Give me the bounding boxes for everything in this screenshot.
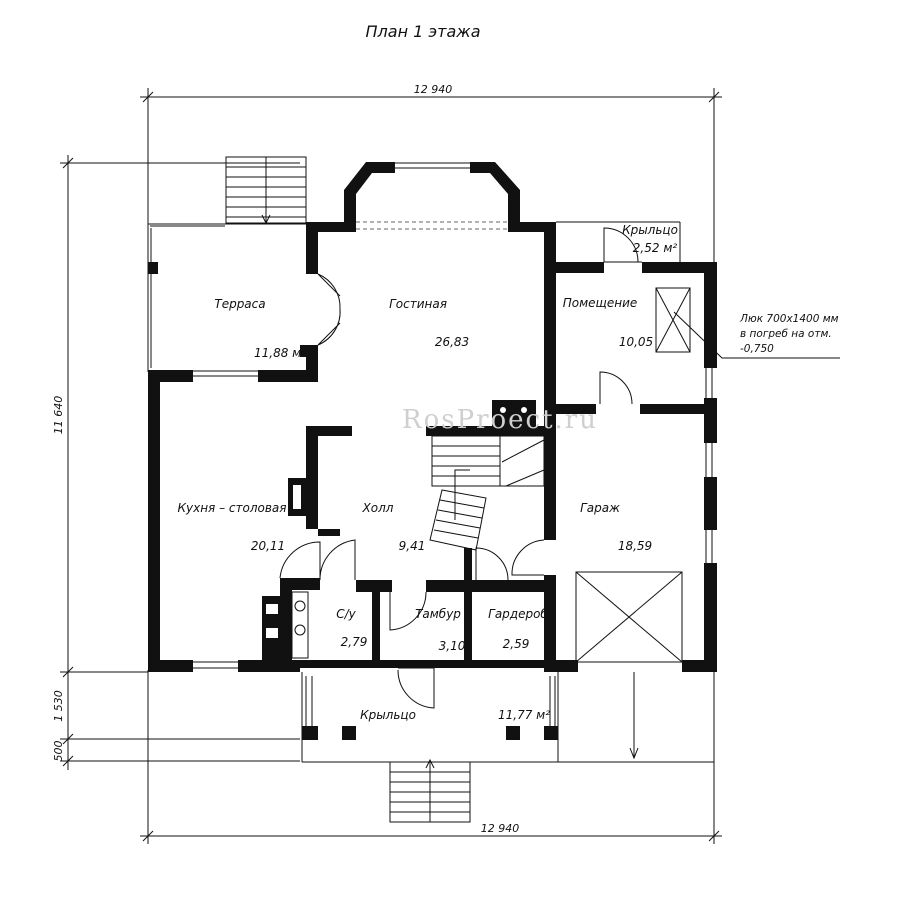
dim-porch-depth: 1 530 (52, 690, 65, 722)
porch-bottom-area: 11,77 м² (498, 708, 550, 722)
hatch-note-line3: -0,750 (740, 343, 774, 355)
top-porch (556, 221, 681, 262)
bottom-porch (301, 672, 714, 823)
doors (279, 227, 683, 709)
dim-top-width: 12 940 (414, 83, 453, 96)
wc-name: С/у (336, 607, 356, 621)
porch-top-name: Крыльцо (622, 223, 678, 237)
dim-left-height: 11 640 (52, 396, 65, 435)
dimension-lines (60, 88, 722, 844)
plan-title: План 1 этажа (366, 22, 481, 41)
vestibule-area: 3,10 (439, 639, 466, 653)
living-name: Гостиная (389, 297, 447, 311)
terrace-outline (147, 223, 308, 372)
wc-area: 2,79 (341, 635, 368, 649)
porch-top-area: 2,52 м² (633, 241, 678, 255)
bay-window (344, 162, 520, 230)
wardrobe-area: 2,59 (503, 637, 530, 651)
hatch-leader (673, 311, 840, 359)
dim-bottom-width: 12 940 (481, 822, 520, 835)
kitchen-area: 20,11 (251, 539, 285, 553)
hatch-note-line2: в погреб на отм. (740, 328, 832, 340)
wardrobe-name: Гардероб (488, 607, 548, 621)
terrace-area: 11,88 м² (254, 346, 306, 360)
garage-area: 18,59 (618, 539, 652, 553)
terrace-name: Терраса (214, 297, 265, 311)
hall-name: Холл (362, 501, 394, 515)
kitchen-name: Кухня – столовая (177, 501, 286, 515)
garage-name: Гараж (580, 501, 620, 515)
room-area: 10,05 (619, 335, 653, 349)
hatch-note-line1: Люк 700х1400 мм (739, 313, 839, 325)
interior-stairs (429, 435, 545, 551)
room-name: Помещение (563, 296, 638, 310)
vestibule-name: Тамбур (415, 607, 461, 621)
fixtures (262, 287, 691, 660)
living-area: 26,83 (435, 335, 469, 349)
terrace-stairs (225, 156, 307, 225)
watermark: RosProect.ru (402, 405, 598, 435)
dim-step-depth: 500 (52, 741, 65, 762)
porch-bottom-name: Крыльцо (360, 708, 416, 722)
hall-area: 9,41 (399, 539, 426, 553)
